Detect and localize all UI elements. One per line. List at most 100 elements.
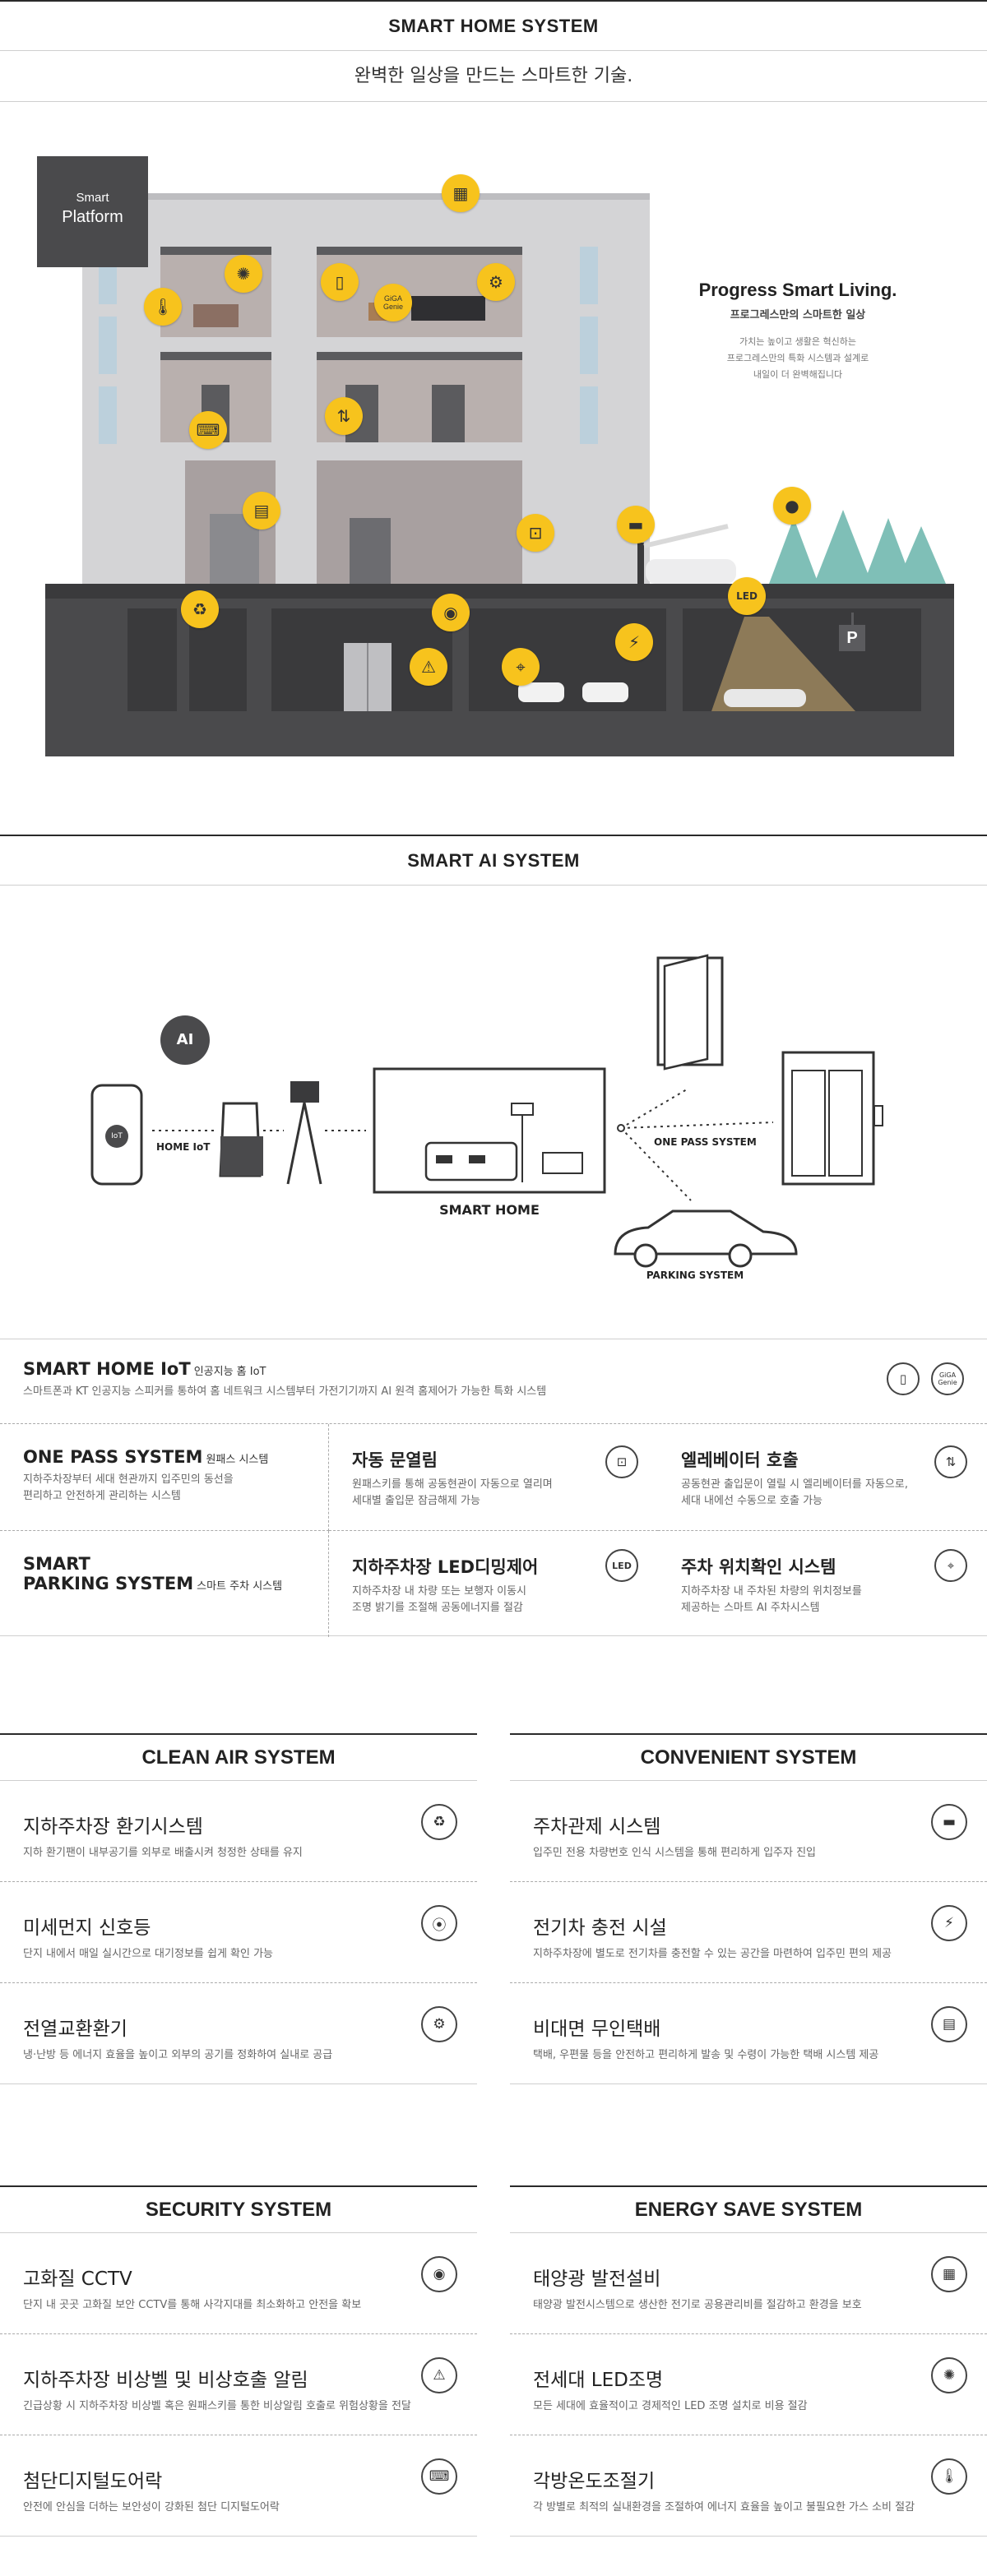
- led-desc-1: 지하주차장 내 차량 또는 보행자 이동시: [352, 1585, 527, 1598]
- thermometer-icon: 🌡: [931, 2458, 967, 2495]
- item-desc: 택배, 우편물 등을 안전하고 편리하게 발송 및 수령이 가능한 택배 시스템…: [533, 2049, 879, 2061]
- section-title: CONVENIENT SYSTEM: [640, 1746, 857, 1769]
- security-header: SECURITY SYSTEM: [0, 2185, 477, 2233]
- parcel-locker-icon: ▤: [243, 492, 280, 530]
- clean-air-item-ventilation: 지하주차장 환기시스템 지하 환기팬이 내부공기를 외부로 배출시켜 청정한 상…: [0, 1781, 477, 1882]
- smart-home-subtitle: 완벽한 일상을 만드는 스마트한 기술.: [0, 51, 987, 102]
- parking-p-sign: P: [839, 625, 865, 651]
- progress-desc-1: 가치는 높이고 생활은 혁신하는: [739, 336, 857, 347]
- ev-charger-icon: ⚡: [931, 1905, 967, 1941]
- auto-door-icon: ⊡: [517, 514, 554, 552]
- building-illustration: Smart Platform ▦ 🌡 ✺ ▯ GiGA Genie ⚙ ⌨ ⇅ …: [33, 140, 954, 756]
- smartphone-icon: ▯: [321, 263, 359, 301]
- feature-iot-desc: 스마트폰과 KT 인공지능 스피커를 통하여 홈 네트워크 시스템부터 가전기기…: [23, 1385, 547, 1398]
- solar-panel-icon: ▦: [931, 2256, 967, 2292]
- security-item-cctv: 고화질 CCTV 단지 내 곳곳 고화질 보안 CCTV를 통해 사각지대를 최…: [0, 2233, 477, 2334]
- platform-line2: Platform: [62, 208, 123, 226]
- ev-charger-icon: ⚡: [615, 623, 653, 661]
- parking-sign-label: P: [846, 629, 858, 647]
- led-desc-2: 조명 밝기를 조절해 공동에너지를 절감: [352, 1602, 523, 1614]
- security-item-door-lock: 첨단디지털도어락 안전에 안심을 더하는 보안성이 강화된 첨단 디지털도어락 …: [0, 2435, 477, 2537]
- item-desc: 단지 내 곳곳 고화질 보안 CCTV를 통해 사각지대를 최소화하고 안전을 …: [23, 2299, 362, 2311]
- smart-parking-title-2: PARKING SYSTEM: [23, 1574, 194, 1593]
- led-bulb-icon: ✺: [225, 255, 262, 293]
- progress-subtitle: 프로그레스만의 스마트한 일상: [730, 309, 866, 321]
- ventilation-icon: ⚙: [477, 263, 515, 301]
- locate-title: 주차 위치확인 시스템: [681, 1557, 836, 1577]
- emergency-bell-icon: ⚠: [410, 648, 447, 686]
- parking-control-icon: ▬: [617, 506, 655, 543]
- smart-ai-header: SMART AI SYSTEM: [0, 835, 987, 886]
- subtitle-text: 완벽한 일상을 만드는 스마트한 기술.: [354, 66, 633, 86]
- giga-genie-label: GiGA Genie: [382, 294, 404, 311]
- section-title: ENERGY SAVE SYSTEM: [634, 2199, 863, 2221]
- item-desc: 냉·난방 등 에너지 효율을 높이고 외부의 공기를 정화하여 실내로 공급: [23, 2049, 333, 2061]
- led-bulb-icon: ✺: [931, 2357, 967, 2393]
- item-title: 주차관제 시스템: [533, 1816, 661, 1838]
- elevator-desc: 공동현관 출입문이 열릴 시 엘리베이터를 자동으로,세대 내에선 수동으로 호…: [681, 1477, 964, 1510]
- item-desc: 지하 환기팬이 내부공기를 외부로 배출시켜 청정한 상태를 유지: [23, 1847, 303, 1859]
- convenient-item-parking-control: 주차관제 시스템 입주민 전용 차량번호 인식 시스템을 통해 편리하게 입주자…: [510, 1781, 987, 1882]
- progress-title: Progress Smart Living.: [698, 280, 897, 300]
- led-icon: LED: [605, 1549, 638, 1582]
- item-desc: 긴급상황 시 지하주차장 비상벨 혹은 원패스키를 통한 비상알림 호출로 위험…: [23, 2400, 411, 2412]
- elevator-call-icon: ⇅: [325, 397, 363, 435]
- onepass-subtitle: 원패스 시스템: [206, 1454, 269, 1466]
- progress-desc-2: 프로그레스만의 특화 시스템과 설계로: [726, 353, 869, 363]
- elevator-title: 엘레베이터 호출: [681, 1450, 799, 1470]
- keypad-icon: ⌨: [421, 2458, 457, 2495]
- item-desc: 입주민 전용 차량번호 인식 시스템을 통해 편리하게 입주자 진입: [533, 1847, 817, 1859]
- item-title: 각방온도조절기: [533, 2471, 656, 2492]
- locate-desc-1: 지하주차장 내 주차된 차량의 위치정보를: [681, 1585, 862, 1598]
- ai-diagram-svg: [90, 954, 883, 1268]
- item-desc: 태양광 발전시스템으로 생산한 전기로 공용관리비를 절감하고 환경을 보호: [533, 2299, 862, 2311]
- smart-home-label: SMART HOME: [439, 1202, 540, 1218]
- led-title: 지하주차장 LED디밍제어: [352, 1557, 539, 1577]
- led-icon-label: LED: [612, 1560, 632, 1571]
- convenient-header: CONVENIENT SYSTEM: [510, 1733, 987, 1781]
- onepass-desc-2: 편리하고 안전하게 관리하는 시스템: [23, 1490, 181, 1502]
- air-signal-icon: ●: [773, 487, 811, 525]
- item-title: 지하주차장 환기시스템: [23, 1816, 203, 1838]
- traffic-light-icon: ⦿: [421, 1905, 457, 1941]
- item-title: 고화질 CCTV: [23, 2268, 132, 2290]
- feature-elevator: 엘레베이터 호출 공동현관 출입문이 열릴 시 엘리베이터를 자동으로,세대 내…: [658, 1424, 987, 1531]
- iot-label: IoT: [111, 1132, 123, 1140]
- smart-platform-box: Smart Platform: [37, 156, 148, 267]
- item-title: 전기차 충전 시설: [533, 1917, 667, 1939]
- item-title: 비대면 무인택배: [533, 2019, 661, 2040]
- elevator-call-icon: ⇅: [934, 1445, 967, 1478]
- security-item-emergency-bell: 지하주차장 비상벨 및 비상호출 알림 긴급상황 시 지하주차장 비상벨 혹은 …: [0, 2334, 477, 2435]
- item-title: 전열교환환기: [23, 2019, 127, 2040]
- parking-location-icon: ⌖: [934, 1549, 967, 1582]
- ai-badge: AI: [160, 1015, 210, 1065]
- cctv-icon: ◉: [432, 594, 470, 631]
- item-title: 지하주차장 비상벨 및 비상호출 알림: [23, 2370, 308, 2391]
- phone-iot-circle: IoT: [105, 1125, 128, 1148]
- energy-item-solar: 태양광 발전설비 태양광 발전시스템으로 생산한 전기로 공용관리비를 절감하고…: [510, 2233, 987, 2334]
- home-iot-label: HOME IoT: [156, 1141, 211, 1153]
- section-title: SECURITY SYSTEM: [145, 2199, 332, 2221]
- door-lock-icon: ⌨: [189, 411, 227, 449]
- clean-air-header: CLEAN AIR SYSTEM: [0, 1733, 477, 1781]
- thermometer-icon: 🌡: [144, 288, 182, 326]
- elevator-desc-1: 공동현관 출입문이 열릴 시 엘리베이터를 자동으로,: [681, 1478, 908, 1491]
- item-desc: 각 방별로 최적의 실내환경을 조절하여 에너지 효율을 높이고 불필요한 가스…: [533, 2501, 915, 2514]
- clean-air-item-dust-signal: 미세먼지 신호등 단지 내에서 매일 실시간으로 대기정보를 쉽게 확인 가능 …: [0, 1882, 477, 1983]
- ai-badge-label: AI: [176, 1031, 194, 1048]
- smart-home-header: SMART HOME SYSTEM: [0, 0, 987, 51]
- energy-item-led: 전세대 LED조명 모든 세대에 효율적이고 경제적인 LED 조명 설치로 비…: [510, 2334, 987, 2435]
- progress-block: Progress Smart Living. 프로그레스만의 스마트한 일상 가…: [674, 280, 921, 381]
- giga-genie-icon: GiGA Genie: [374, 284, 412, 321]
- item-title: 미세먼지 신호등: [23, 1917, 151, 1939]
- parking-barrier-icon: ▬: [931, 1804, 967, 1840]
- smart-parking-subtitle: 스마트 주차 시스템: [197, 1580, 283, 1593]
- emergency-bell-icon: ⚠: [421, 2357, 457, 2393]
